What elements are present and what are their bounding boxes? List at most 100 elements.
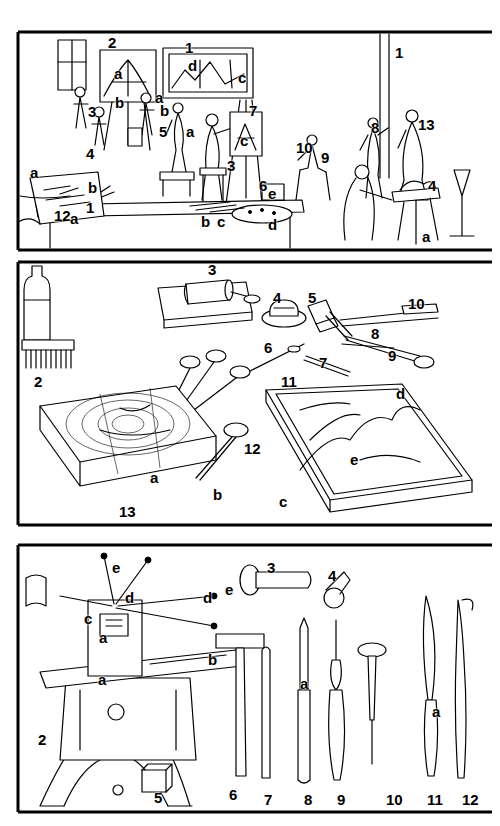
litho-tools-part — [423, 596, 434, 700]
printing-press-part — [101, 553, 107, 559]
callout-label: a — [99, 630, 107, 646]
woodcut-tools-part — [206, 350, 226, 362]
studio-scene-part — [18, 219, 40, 224]
callout-label: 9 — [388, 348, 396, 364]
printing-press-part — [64, 760, 168, 806]
studio-scene-part — [166, 113, 186, 172]
callout-label: 3 — [267, 560, 275, 576]
studio-scene — [18, 34, 474, 248]
callout-label: b — [160, 103, 169, 119]
studio-scene-part — [203, 175, 223, 205]
studio-scene-part — [273, 212, 276, 215]
callout-label: 12 — [462, 792, 479, 808]
callout-label: 6 — [259, 178, 267, 194]
callout-label: 1 — [395, 45, 403, 61]
woodcut-tools-part — [82, 400, 174, 448]
studio-scene-part — [74, 97, 88, 128]
callout-label: d — [188, 58, 197, 74]
studio-scene-part — [100, 50, 156, 102]
callout-label: 1 — [86, 200, 94, 216]
studio-scene-part — [249, 211, 252, 214]
litho-tools-part — [462, 599, 473, 610]
callout-label: c — [238, 70, 246, 86]
printing-press-part — [145, 557, 151, 563]
callout-label: e — [112, 560, 120, 576]
callout-label: b — [213, 487, 222, 503]
woodcut-tools-part — [194, 378, 236, 410]
callout-label: 3 — [88, 104, 96, 120]
callout-label: 7 — [249, 103, 257, 119]
panel-frame — [18, 32, 492, 812]
callout-label: 8 — [371, 326, 379, 342]
callout-label: 10 — [296, 140, 313, 156]
panel-frame-part — [18, 32, 492, 250]
studio-scene-part — [226, 100, 262, 204]
studio-scene-part — [141, 93, 151, 103]
callout-label: a — [70, 211, 78, 227]
woodcut-tools-part — [22, 340, 74, 350]
callout-label: 9 — [321, 150, 329, 166]
litho-tools — [216, 565, 473, 783]
woodcut-tools-part — [224, 423, 248, 437]
woodcut-tools-part — [230, 366, 250, 378]
studio-scene-part — [296, 170, 330, 200]
litho-tools-part — [324, 588, 344, 608]
studio-scene-part — [344, 178, 392, 240]
studio-scene-part — [450, 170, 474, 236]
callout-label: 4 — [328, 568, 336, 584]
woodcut-tools-part — [24, 266, 50, 340]
callout-label: 11 — [427, 792, 443, 808]
woodcut-tools-part — [414, 356, 434, 368]
callout-label: d — [125, 590, 134, 606]
woodcut-tools-part — [26, 350, 71, 368]
printing-press-part — [106, 620, 122, 626]
woodcut-tools — [22, 266, 472, 512]
printing-press-part — [60, 678, 196, 760]
studio-scene-part — [20, 188, 78, 198]
studio-scene-part — [380, 34, 389, 178]
studio-scene-part — [58, 40, 86, 90]
callout-label: 2 — [38, 732, 46, 748]
callout-label: b — [115, 95, 124, 111]
woodcut-tools-part — [276, 389, 462, 494]
litho-tools-part — [216, 634, 264, 648]
callout-label: 2 — [108, 35, 116, 51]
callout-label: 6 — [229, 787, 237, 803]
woodcut-tools-part — [225, 280, 233, 300]
callout-label: c — [84, 611, 92, 627]
litho-tools-part — [236, 648, 246, 776]
callout-label: a — [114, 66, 122, 82]
studio-scene-part — [261, 209, 264, 212]
woodcut-tools-part — [344, 336, 420, 362]
printing-press-part — [80, 690, 176, 750]
callout-label: 13 — [119, 504, 136, 520]
callout-label: 4 — [86, 146, 94, 162]
studio-scene-part — [200, 168, 226, 175]
woodcut-tools-part — [342, 344, 394, 348]
woodcut-tools-part — [180, 356, 200, 368]
studio-scene-part — [235, 124, 256, 150]
litho-tools-part — [256, 572, 311, 588]
litho-tools-part — [262, 647, 270, 778]
callout-label: a — [30, 165, 38, 181]
studio-scene-part — [92, 117, 106, 145]
woodcut-tools-part — [164, 312, 252, 328]
studio-scene-part — [232, 205, 292, 223]
callout-label: 3 — [227, 158, 235, 174]
callout-label: e — [268, 186, 276, 202]
woodcut-tools-part — [184, 284, 246, 304]
panel-frame-part — [18, 262, 492, 525]
studio-scene-part — [398, 122, 428, 200]
callout-label: 7 — [264, 792, 272, 808]
studio-scene-part — [206, 114, 218, 126]
woodcut-tools-part — [316, 318, 338, 332]
woodcut-tools-part — [274, 307, 294, 308]
callout-label: 13 — [418, 117, 435, 133]
studio-scene-part — [355, 165, 369, 179]
woodcut-tools-part — [244, 344, 304, 374]
woodcut-tools-part — [100, 405, 170, 435]
callout-label: b — [201, 214, 210, 230]
callout-label: 2 — [34, 374, 42, 390]
